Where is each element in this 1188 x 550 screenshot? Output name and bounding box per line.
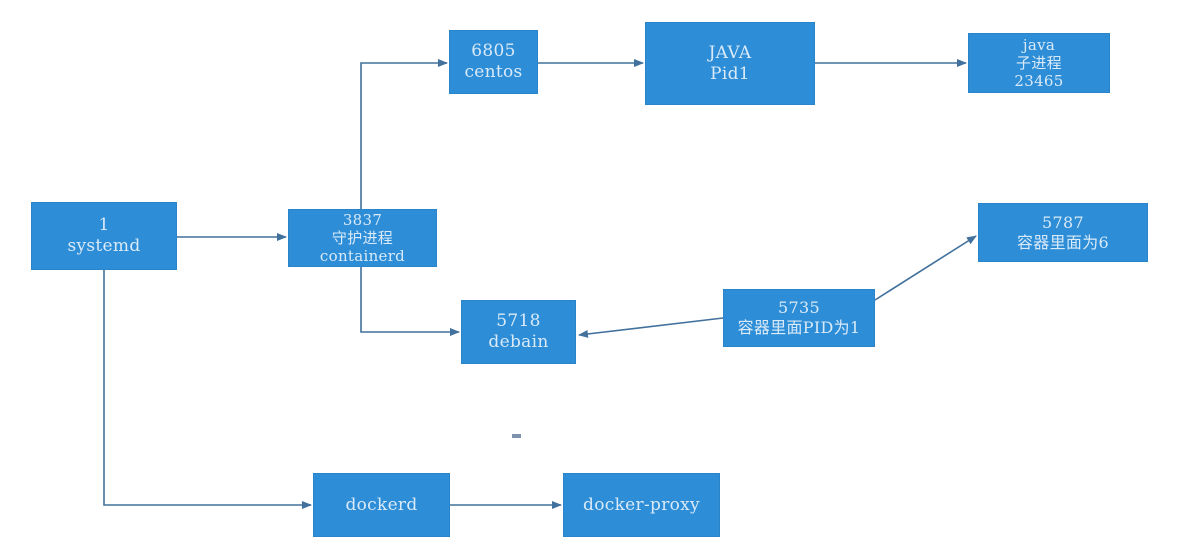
node-java-child-process: java 子进程 23465 [968, 33, 1110, 93]
node-systemd: 1 systemd [31, 202, 177, 270]
node-label-line: containerd [319, 247, 406, 266]
node-label-line: Pid1 [710, 63, 750, 84]
node-label-line: JAVA [708, 42, 752, 63]
edge-pid1-in-container-to-debain [578, 317, 724, 338]
node-dockerd: dockerd [313, 473, 450, 537]
node-label-line: systemd [67, 236, 141, 256]
node-debain: 5718 debain [461, 300, 576, 364]
stray-dash-mark [512, 434, 521, 438]
node-label-line: dockerd [345, 494, 418, 515]
node-label-line: centos [464, 62, 523, 82]
node-java-pid1: JAVA Pid1 [645, 22, 815, 105]
node-label-line: 守护进程 [331, 228, 394, 247]
node-label-line: 1 [98, 215, 110, 236]
node-pid1-in-container: 5735 容器里面PID为1 [723, 289, 875, 347]
node-label-line: 5735 [778, 298, 820, 318]
node-docker-proxy: docker-proxy [563, 473, 720, 537]
node-label-line: 容器里面PID为1 [737, 318, 861, 337]
node-label-line: 子进程 [1016, 53, 1062, 72]
node-containerd: 3837 守护进程 containerd [288, 209, 437, 267]
node-label-line: debain [488, 332, 549, 352]
edge-pid1-in-container-to-container-is-6 [874, 235, 977, 301]
node-label-line: 6805 [471, 41, 516, 62]
node-label-line: 容器里面为6 [1017, 232, 1109, 252]
node-label-line: java [1022, 35, 1056, 54]
node-label-line: docker-proxy [583, 494, 700, 515]
node-label-line: 5787 [1042, 212, 1084, 232]
edge-systemd-to-dockerd [103, 270, 312, 509]
node-label-line: 3837 [342, 210, 383, 229]
node-container-pid-is-6: 5787 容器里面为6 [978, 203, 1148, 262]
node-label-line: 5718 [496, 311, 541, 332]
node-centos: 6805 centos [449, 30, 538, 94]
node-label-line: 23465 [1014, 72, 1064, 91]
edge-containerd-to-centos [360, 59, 448, 238]
edge-containerd-to-debain [360, 238, 460, 336]
